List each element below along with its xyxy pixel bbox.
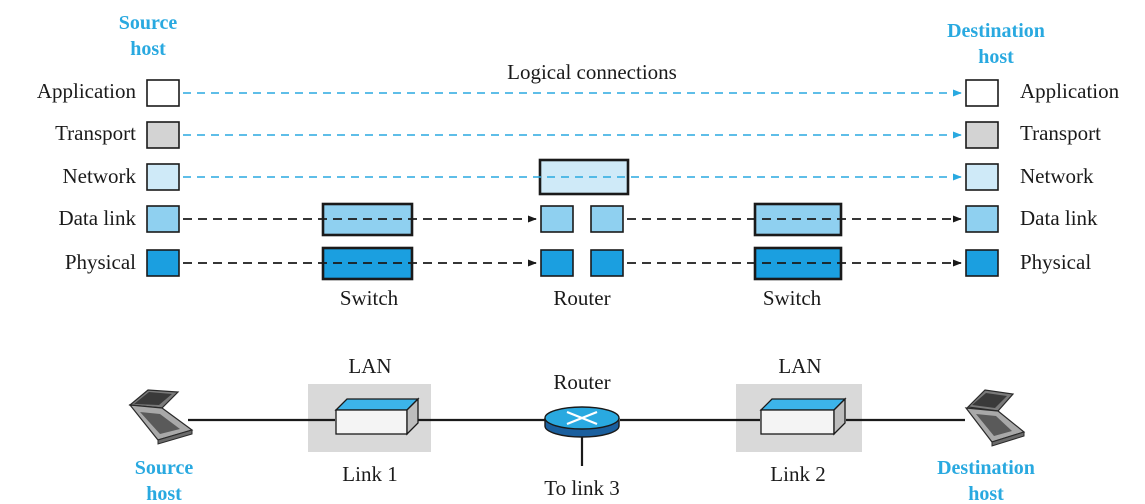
layer-label-transport: Transport [55,121,136,145]
layer-label-data-link-right: Data link [1020,206,1098,230]
source-host-heading-line2: host [130,38,166,60]
router-physical-box-in [540,249,574,277]
layer-label-data-link: Data link [58,206,136,230]
left-switch-device [334,397,420,436]
link-1-label: Link 1 [342,462,397,486]
hop-arrows [183,215,962,267]
bottom-source-host-line2: host [146,483,182,504]
layer-label-transport-right: Transport [1020,121,1101,145]
right-lan-label: LAN [778,354,821,378]
layer-label-physical: Physical [65,250,136,274]
source-layer-labels: Application Transport Network Data link … [37,79,137,274]
router-stack [538,158,630,277]
destination-network-box [965,163,999,191]
right-switch-label: Switch [763,286,822,310]
source-host-stack [146,79,180,277]
destination-data-link-box [965,205,999,233]
logical-connections-label: Logical connections [507,60,677,84]
source-transport-box [146,121,180,149]
source-data-link-box [146,205,180,233]
layer-label-network-right: Network [1020,164,1094,188]
layer-label-application: Application [37,79,137,103]
destination-physical-box [965,249,999,277]
router-node-label: Router [553,370,610,394]
router-data-link-box-in [540,205,574,233]
bottom-destination-host-line2: host [968,483,1004,504]
layer-label-application-right: Application [1020,79,1120,103]
destination-application-box [965,79,999,107]
destination-host-heading-line1: Destination [947,20,1045,42]
right-switch-stack [753,202,843,281]
layer-label-physical-right: Physical [1020,250,1091,274]
left-switch-label: Switch [340,286,399,310]
bottom-source-host-line1: Source [135,457,194,479]
router-icon [544,406,620,438]
router-stack-label: Router [553,286,610,310]
link-3-label: To link 3 [544,476,620,500]
source-network-box [146,163,180,191]
logical-connection-arrows [183,89,962,181]
destination-layer-labels: Application Transport Network Data link … [1020,79,1120,274]
left-switch-stack [321,202,414,281]
link-2-label: Link 2 [770,462,825,486]
layer-label-network: Network [63,164,137,188]
destination-transport-box [965,121,999,149]
source-laptop-icon [128,389,194,445]
destination-host-stack [965,79,999,277]
router-physical-box-out [590,249,624,277]
router-data-link-box-out [590,205,624,233]
source-host-heading-line1: Source [119,12,178,34]
destination-laptop-icon [964,389,1026,447]
source-application-box [146,79,180,107]
source-physical-box [146,249,180,277]
destination-host-heading-line2: host [978,46,1014,68]
right-switch-device [759,397,847,436]
left-lan-label: LAN [348,354,391,378]
bottom-destination-host-line1: Destination [937,457,1035,479]
network-links [188,418,965,466]
